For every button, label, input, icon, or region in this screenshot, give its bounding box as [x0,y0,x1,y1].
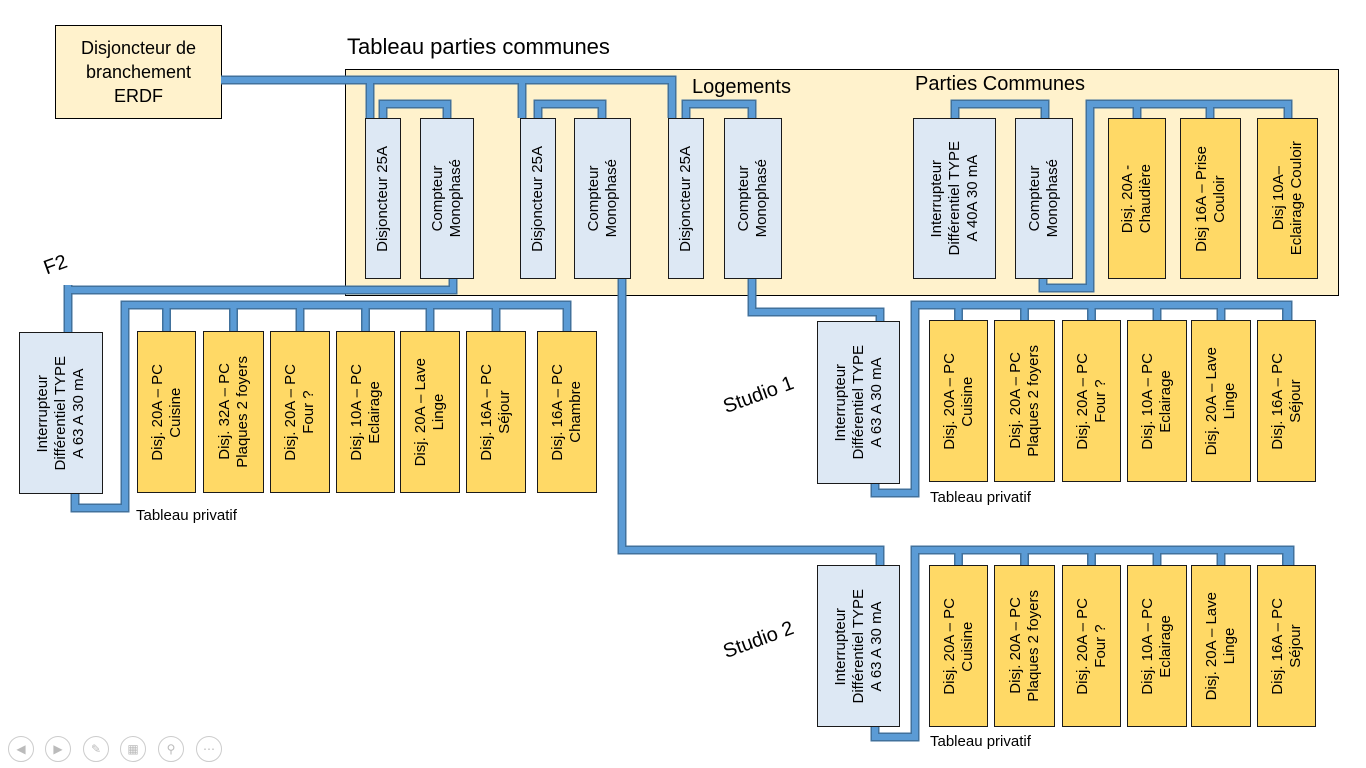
f2-circuit-label: Disj. 16A – PC Chambre [549,363,584,461]
wire-segment [872,547,1293,740]
wire-segment [380,101,450,118]
studio1-circuit: Disj. 20A – PC Plaques 2 foyers [994,320,1055,482]
f2-circuit: Disj. 20A – PC Cuisine [137,331,196,493]
zoom-icon[interactable]: ⚲ [158,736,184,762]
compteur-3: Compteur Monophasé [724,118,782,279]
previous-slide-button[interactable]: ◀ [8,736,34,762]
studio2-circuit-label: Disj. 20A – Lave Linge [1203,591,1238,701]
next-slide-button[interactable]: ▶ [45,736,71,762]
compteur-2-label: Compteur Monophasé [584,159,620,238]
wire-segment [749,279,883,321]
compteur-2: Compteur Monophasé [574,118,631,279]
f2-circuit: Disj. 10A – PC Eclairage [336,331,395,493]
compteur-1-label: Compteur Monophasé [429,159,464,238]
f2-interrupteur: Interrupteur Différentiel TYPE A 63 A 30… [19,332,103,494]
studio2-circuit: Disj. 10A – PC Eclairage [1127,565,1187,727]
pc-prise-couloir: Disj 16A – Prise Couloir [1180,118,1241,279]
studio1-circuit-label: Disj. 20A – PC Plaques 2 foyers [1006,345,1042,457]
wire-segment [1040,101,1291,291]
studio1-circuit-label: Disj. 10A – PC Eclairage [1139,352,1174,450]
studio1-circuit-label: Disj. 16A – PC Séjour [1268,352,1304,450]
f2-circuit-label: Disj. 20A – PC Cuisine [148,363,184,461]
studio1-circuit: Disj. 20A – Lave Linge [1191,320,1251,482]
studio2-circuit: Disj. 20A – PC Cuisine [929,565,988,727]
studio2-interrupteur-label: Interrupteur Différentiel TYPE A 63 A 30… [831,588,885,704]
f2-circuit: Disj. 20A – Lave Linge [400,331,460,493]
studio2-circuit: Disj. 20A – PC Four ? [1062,565,1121,727]
disjoncteur-3-label: Disjoncteur 25A [677,145,694,252]
studio1-circuit: Disj. 16A – PC Séjour [1257,320,1316,482]
studio1-circuit: Disj. 10A – PC Eclairage [1127,320,1187,482]
studio2-circuit-label: Disj. 20A – PC Cuisine [940,597,976,695]
f2-circuit-label: Disj. 20A – PC Four ? [282,363,317,461]
logements-label: Logements [692,76,791,98]
f2-circuit: Disj. 16A – PC Séjour [466,331,526,493]
f2-circuit-label: Disj. 16A – PC Séjour [478,363,513,461]
slides-grid-icon[interactable]: ▦ [120,736,146,762]
erdf-label: Disjoncteur de branchement ERDF [80,38,197,106]
f2-interrupteur-label: Interrupteur Différentiel TYPE A 63 A 30… [34,355,87,471]
f2-circuit-label: Disj. 10A – PC Eclairage [347,363,383,461]
erdf-box-bg: Disjoncteur de branchement ERDF [55,25,222,119]
wire-segment [65,279,456,332]
disjoncteur-3: Disjoncteur 25A [668,118,704,279]
pc-compteur: Compteur Monophasé [1015,118,1073,279]
pc-interrupteur: Interrupteur Différentiel TYPE A 40A 30 … [913,118,996,279]
pc-chaudiere: Disj. 20A - Chaudière [1108,118,1166,279]
pc-compteur-label: Compteur Monophasé [1026,159,1061,238]
studio1-circuit-label: Disj. 20A – PC Four ? [1073,352,1109,450]
pc-chaudiere-label: Disj. 20A - Chaudière [1119,163,1154,234]
studio2-circuit: Disj. 20A – PC Plaques 2 foyers [994,565,1055,727]
wire-segment [535,101,605,118]
disjoncteur-1: Disjoncteur 25A [365,118,401,279]
f2-circuit: Disj. 20A – PC Four ? [270,331,330,493]
studio1-circuit-label: Disj. 20A – PC Cuisine [940,352,976,450]
parties-communes-label: Parties Communes [915,73,1086,95]
studio1-circuit: Disj. 20A – PC Four ? [1062,320,1121,482]
studio2-circuit-label: Disj. 20A – PC Four ? [1073,597,1109,695]
f2-tableau-privatif: Tableau privatif [136,507,237,524]
more-options-icon[interactable]: ⋯ [196,736,222,762]
studio1-interrupteur: Interrupteur Différentiel TYPE A 63 A 30… [817,321,900,484]
wire-segment [952,101,1048,118]
studio2-circuit: Disj. 16A – PC Séjour [1257,565,1316,727]
studio1-circuit: Disj. 20A – PC Cuisine [929,320,988,482]
pc-eclairage-couloir: Disj 10A– Eclairage Couloir [1257,118,1318,279]
compteur-1: Compteur Monophasé [420,118,474,279]
studio1-interrupteur-label: Interrupteur Différentiel TYPE A 63 A 30… [831,345,885,460]
studio2-interrupteur: Interrupteur Différentiel TYPE A 63 A 30… [817,565,900,727]
pc-eclairage-couloir-label: Disj 10A– Eclairage Couloir [1269,141,1305,256]
f2-circuit-label: Disj. 20A – Lave Linge [412,357,447,467]
pc-prise-couloir-label: Disj 16A – Prise Couloir [1192,145,1228,252]
f2-circuit: Disj. 16A – PC Chambre [537,331,597,493]
studio2-tableau-privatif: Tableau privatif [930,733,1031,750]
disjoncteur-1-label: Disjoncteur 25A [374,145,391,252]
disjoncteur-2: Disjoncteur 25A [520,118,556,279]
studio2-circuit-label: Disj. 16A – PC Séjour [1268,597,1304,695]
wire-segment [619,279,883,565]
studio1-tableau-privatif: Tableau privatif [930,489,1031,506]
disjoncteur-2-label: Disjoncteur 25A [529,145,546,252]
compteur-3-label: Compteur Monophasé [735,159,770,238]
studio2-circuit-label: Disj. 20A – PC Plaques 2 foyers [1006,590,1042,702]
studio2-circuit-label: Disj. 10A – PC Eclairage [1139,597,1174,695]
f2-circuit-label: Disj. 32A – PC Plaques 2 foyers [215,356,251,468]
pen-icon[interactable]: ✎ [83,736,109,762]
pc-interrupteur-label: Interrupteur Différentiel TYPE A 40A 30 … [927,141,981,256]
diagram-title: Tableau parties communes [347,34,610,59]
f2-circuit: Disj. 32A – PC Plaques 2 foyers [203,331,264,493]
wire-segment [683,101,755,118]
studio2-circuit: Disj. 20A – Lave Linge [1191,565,1251,727]
studio1-circuit-label: Disj. 20A – Lave Linge [1203,346,1238,456]
